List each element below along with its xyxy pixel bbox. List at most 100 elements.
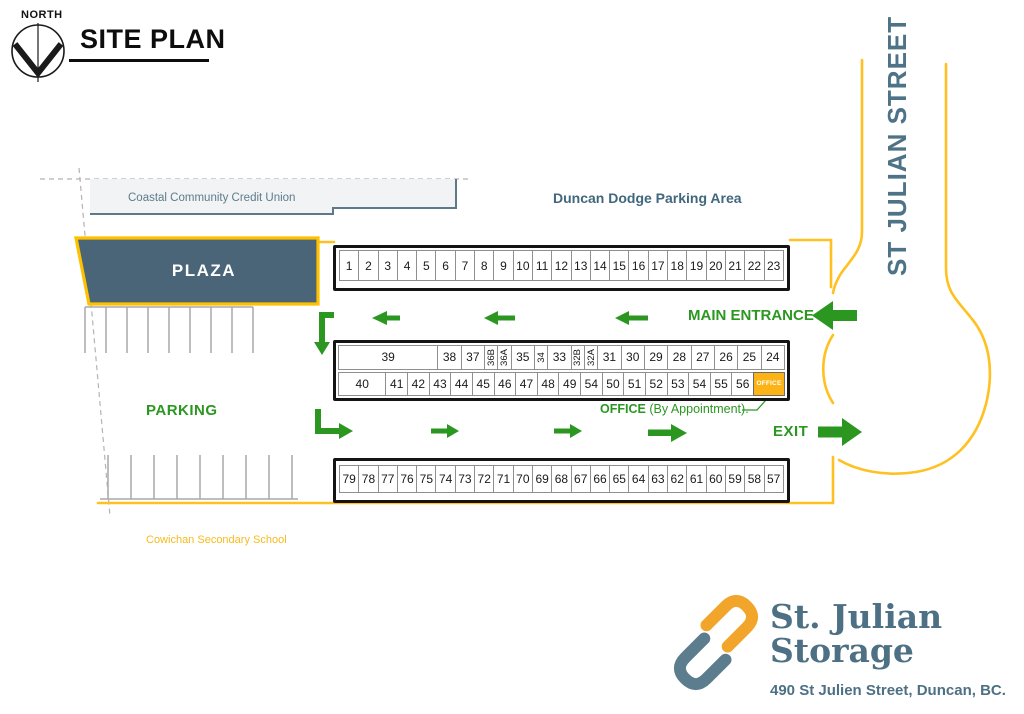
unit-cell-label: 47: [519, 376, 534, 391]
unit-cell-44: 44: [450, 371, 473, 396]
unit-cell-66: 66: [589, 465, 611, 493]
unit-cell-37: 37: [460, 345, 486, 370]
unit-cell-label: 76: [400, 472, 414, 486]
unit-cell-label: 14: [593, 258, 607, 273]
unit-cell-label: 50: [606, 376, 620, 391]
unit-cell-63: 63: [647, 465, 669, 493]
unit-cell-label: 65: [612, 472, 626, 486]
unit-cell-45: 45: [471, 371, 495, 396]
office-note-rest: (By Appointment).: [645, 402, 749, 416]
unit-cell-59: 59: [724, 465, 746, 493]
exit-label: EXIT: [773, 423, 809, 440]
unit-cell-label: 7: [461, 258, 469, 273]
unit-cell-label: 60: [709, 472, 723, 486]
unit-cell-6: 6: [435, 250, 456, 281]
unit-cell-label: 36A: [498, 348, 510, 366]
unit-cell-38: 38: [437, 345, 462, 370]
unit-cell-72: 72: [474, 465, 495, 493]
unit-cell-26: 26: [713, 345, 739, 370]
unit-cell-label: 44: [454, 376, 469, 391]
unit-cell-53: 53: [666, 371, 690, 396]
unit-cell-label: 57: [767, 472, 781, 486]
north-label: NORTH: [21, 9, 63, 21]
unit-cell-27: 27: [690, 345, 715, 370]
parking-label: PARKING: [146, 402, 218, 419]
unit-cell-label: 55: [714, 376, 728, 391]
unit-cell-18: 18: [667, 250, 688, 281]
cowichan-school-label: Cowichan Secondary School: [146, 534, 287, 546]
unit-cell-2: 2: [358, 250, 379, 281]
unit-cell-label: 40: [355, 376, 369, 391]
unit-cell-7: 7: [454, 250, 476, 281]
unit-cell-label: 9: [500, 258, 507, 273]
unit-cell-label: 77: [381, 472, 395, 486]
unit-cell-label: 53: [671, 376, 685, 391]
unit-cell-label: 54: [692, 376, 707, 391]
unit-cell-label: 30: [626, 350, 640, 365]
logo-title-line2: Storage: [770, 631, 914, 670]
unit-cell-34: 34: [533, 345, 549, 370]
unit-cell-55: 55: [709, 371, 733, 396]
unit-cell-54: 54: [580, 371, 603, 396]
unit-cell-label: 39: [381, 350, 395, 365]
unit-cell-8: 8: [474, 250, 495, 281]
unit-cell-label: 74: [438, 472, 453, 486]
unit-cell-label: 1: [345, 258, 353, 273]
storage-logo-mark: [673, 594, 759, 691]
unit-cell-42: 42: [407, 371, 430, 396]
unit-cell-49: 49: [558, 371, 582, 396]
unit-cell-office: OFFICE: [753, 371, 785, 396]
unit-cell-label: 6: [442, 258, 449, 273]
unit-cell-label: 66: [593, 472, 607, 486]
unit-cell-label: 52: [649, 376, 663, 391]
office-note: OFFICE (By Appointment).: [600, 402, 749, 416]
unit-cell-label: 41: [390, 376, 404, 391]
unit-cell-46: 46: [493, 371, 517, 396]
unit-cell-16: 16: [628, 250, 649, 281]
unit-cell-label: 32B: [572, 348, 584, 366]
unit-cell-36a: 36A: [497, 345, 512, 370]
unit-cell-50: 50: [601, 371, 625, 396]
unit-cell-label: 16: [631, 258, 646, 273]
unit-cell-10: 10: [512, 250, 533, 281]
street-name-label: ST JULIAN STREET: [882, 15, 912, 276]
unit-cell-15: 15: [609, 250, 630, 281]
flow-right-arrows: [431, 424, 687, 442]
unit-cell-label: OFFICE: [756, 380, 782, 388]
unit-cell-3: 3: [377, 250, 398, 281]
logo-address: 490 St Julien Street, Duncan, BC.: [770, 682, 1006, 699]
unit-cell-43: 43: [428, 371, 452, 396]
unit-cell-label: 51: [627, 376, 642, 391]
page-title: SITE PLAN: [80, 24, 226, 54]
unit-cell-32a: 32A: [583, 345, 599, 370]
unit-cell-29: 29: [643, 345, 669, 370]
unit-cell-label: 71: [496, 472, 511, 486]
unit-cell-19: 19: [686, 250, 707, 281]
unit-cell-61: 61: [686, 465, 707, 493]
unit-cell-21: 21: [724, 250, 746, 281]
unit-cell-label: 23: [767, 258, 781, 273]
unit-cell-41: 41: [385, 371, 409, 396]
unit-cell-label: 29: [649, 350, 663, 365]
unit-cell-label: 15: [612, 258, 626, 273]
unit-cell-11: 11: [531, 250, 553, 281]
duncan-dodge-label: Duncan Dodge Parking Area: [553, 190, 742, 206]
unit-cell-label: 5: [422, 258, 430, 273]
unit-cell-label: 68: [554, 472, 569, 486]
unit-cell-17: 17: [647, 250, 669, 281]
unit-cell-13: 13: [570, 250, 591, 281]
unit-cell-65: 65: [609, 465, 630, 493]
unit-cell-14: 14: [589, 250, 611, 281]
unit-cell-label: 37: [466, 350, 480, 365]
flow-left-arrows: [372, 311, 648, 325]
unit-cell-39: 39: [338, 345, 439, 370]
unit-cell-label: 34: [535, 351, 547, 363]
unit-cell-69: 69: [531, 465, 553, 493]
unit-cell-label: 18: [670, 258, 684, 273]
unit-cell-label: 75: [419, 472, 434, 486]
title-underline: [69, 59, 209, 62]
unit-cell-label: 13: [574, 258, 588, 273]
unit-cell-60: 60: [705, 465, 726, 493]
